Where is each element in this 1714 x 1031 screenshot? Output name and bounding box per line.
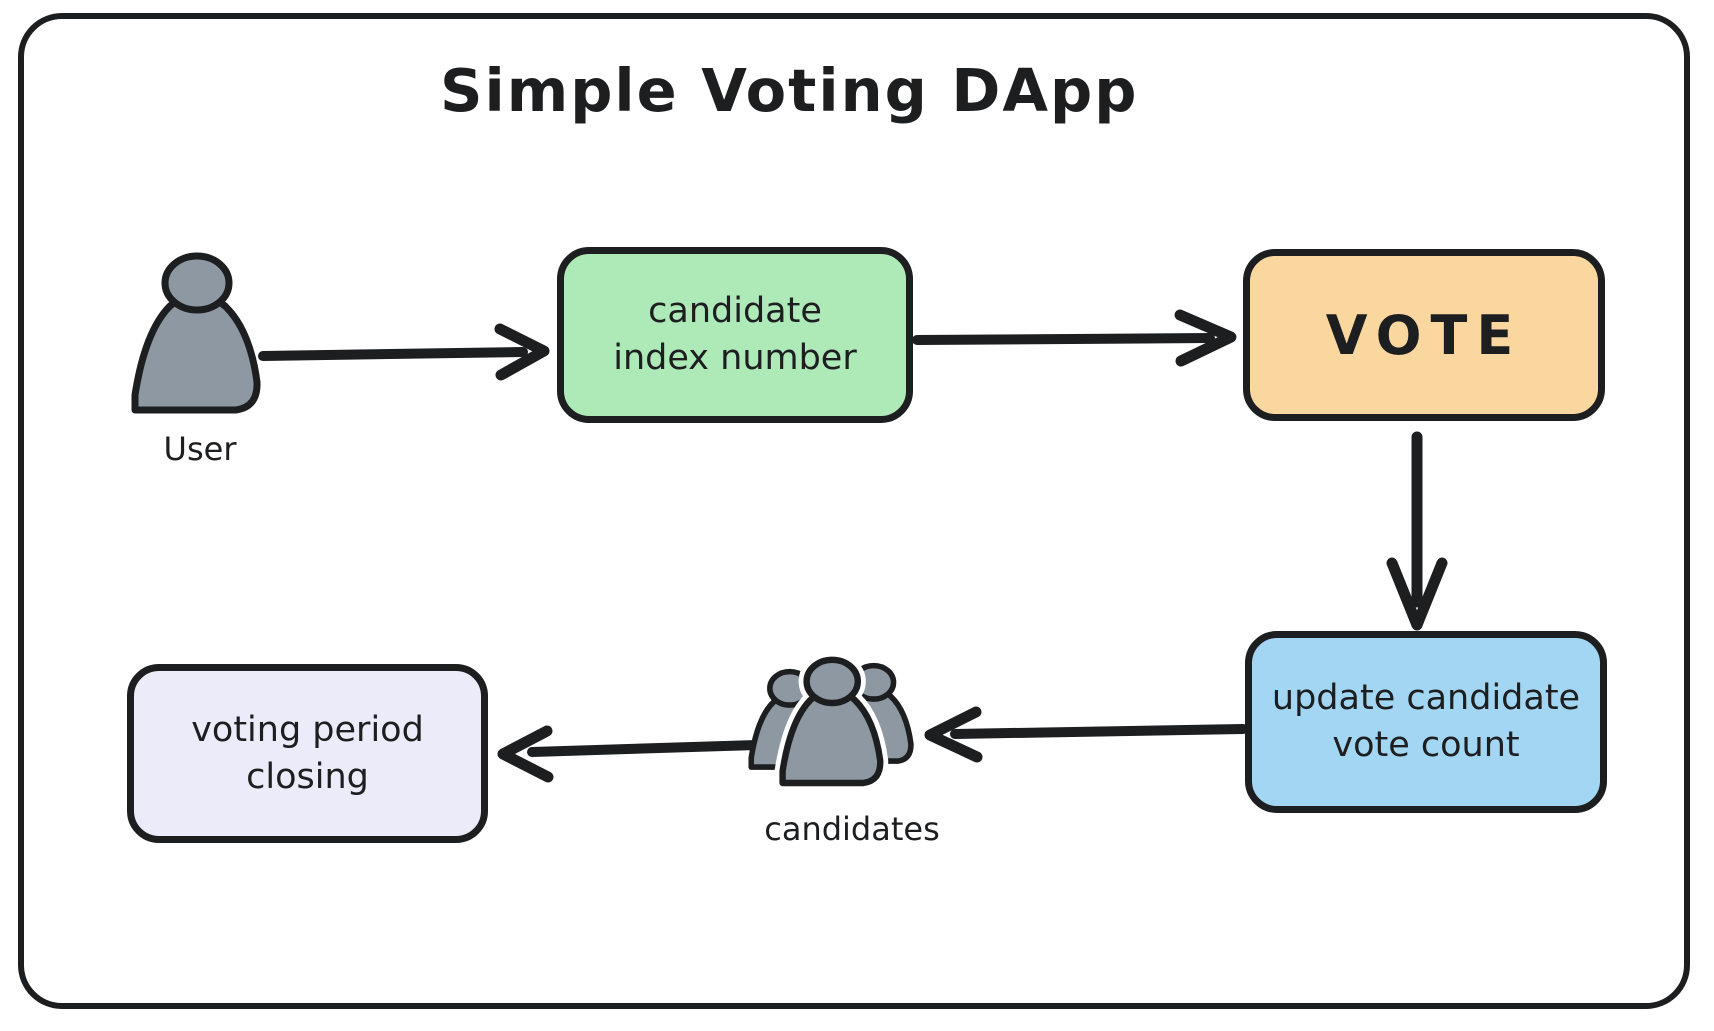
node-vote: VOTE — [1243, 249, 1605, 421]
node-update-candidate-vote-count: update candidate vote count — [1245, 631, 1607, 813]
node-label-line: VOTE — [1325, 303, 1523, 367]
diagram-title: Simple Voting DApp — [440, 56, 1139, 125]
node-label-line: candidate — [648, 291, 822, 331]
node-candidate-index-number: candidate index number — [557, 247, 913, 423]
node-label-line: vote count — [1332, 725, 1520, 765]
node-label-line: update candidate — [1271, 678, 1581, 718]
outer-frame — [18, 13, 1690, 1009]
node-label-line: voting period — [191, 709, 424, 750]
node-label-line: closing — [246, 756, 369, 797]
user-label: User — [163, 430, 237, 468]
node-label-line: index number — [613, 338, 857, 378]
node-voting-period-closing: voting period closing — [127, 664, 488, 843]
candidates-label: candidates — [764, 810, 940, 848]
